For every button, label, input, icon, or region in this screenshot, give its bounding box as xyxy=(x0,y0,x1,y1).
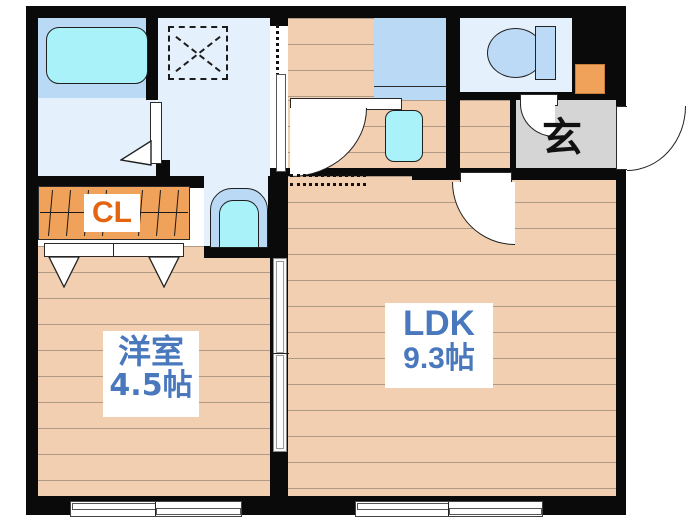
wall-bath-right xyxy=(146,18,158,100)
ldk-area: 9.3帖 xyxy=(403,341,475,375)
closet-folding-doors[interactable] xyxy=(44,243,184,257)
window-pane xyxy=(156,508,241,515)
kitchen-sliding-door-panel[interactable] xyxy=(276,74,286,172)
toilet-tank xyxy=(535,26,556,80)
window-mullion xyxy=(448,502,449,516)
washitsu-window[interactable] xyxy=(70,501,242,517)
wall-shoebox-under xyxy=(572,92,604,100)
room-label-ldk: LDK 9.3帖 xyxy=(385,303,493,388)
washing-machine-space-icon xyxy=(168,26,228,80)
kitchen-ldk-opening-line-2 xyxy=(290,183,366,186)
front-door-swing-arc xyxy=(627,106,686,171)
sliding-door-pane xyxy=(276,261,284,353)
wall-genkan-right xyxy=(616,100,626,108)
wall-toilet-bottom xyxy=(460,92,572,100)
wall-kitchen-left-lower xyxy=(270,168,288,186)
wall-washroom-right xyxy=(156,160,170,176)
wall-washroom-bottom xyxy=(26,176,158,188)
washitsu-area: 4.5帖 xyxy=(109,367,193,403)
ldk-floor xyxy=(288,176,616,496)
kitchen-sink xyxy=(385,110,423,162)
wall-outer-right-lower xyxy=(616,176,626,508)
window-pane xyxy=(449,508,542,515)
room-divider-sliding-door[interactable] xyxy=(271,258,289,452)
washbasin-bowl xyxy=(219,200,259,248)
shoe-cabinet xyxy=(575,64,605,94)
wall-vanity-right xyxy=(268,176,288,246)
ldk-window[interactable] xyxy=(355,501,543,517)
wall-hall-bottom xyxy=(158,176,204,188)
closet-label: CL xyxy=(84,194,140,232)
sliding-door-handle[interactable] xyxy=(271,353,289,354)
washitsu-name: 洋室 xyxy=(118,332,184,371)
wall-outer-right-upper xyxy=(604,6,626,100)
wall-entryhall-bottom xyxy=(412,168,616,180)
washroom-door-leaf[interactable] xyxy=(150,102,162,164)
wall-washitsu-top-left xyxy=(26,236,38,260)
window-pane xyxy=(357,503,449,510)
bathtub xyxy=(46,27,148,84)
window-pane xyxy=(72,503,156,510)
closet-folding-triangle-right xyxy=(148,256,180,288)
window-mullion xyxy=(155,502,156,516)
closet-door-mullion xyxy=(113,243,114,257)
ldk-name: LDK xyxy=(403,304,475,343)
kitchen-ldk-opening-line-1 xyxy=(290,174,366,177)
sliding-door-pane xyxy=(276,355,284,449)
room-label-genkan: 玄 xyxy=(542,115,582,161)
wall-kitchen-right xyxy=(446,18,460,176)
kitchen-counter-divider xyxy=(374,86,446,87)
closet-folding-triangle-left xyxy=(48,256,80,288)
washroom-door-swing xyxy=(120,140,152,166)
wall-washitsu-top-right xyxy=(204,246,288,258)
wall-kitchen-left xyxy=(270,18,288,26)
wall-genkan-left xyxy=(510,100,516,176)
wall-genkan-right-lower xyxy=(616,168,626,176)
wall-outer-top xyxy=(26,6,626,18)
room-label-washitsu: 洋室 4.5帖 xyxy=(103,331,199,417)
